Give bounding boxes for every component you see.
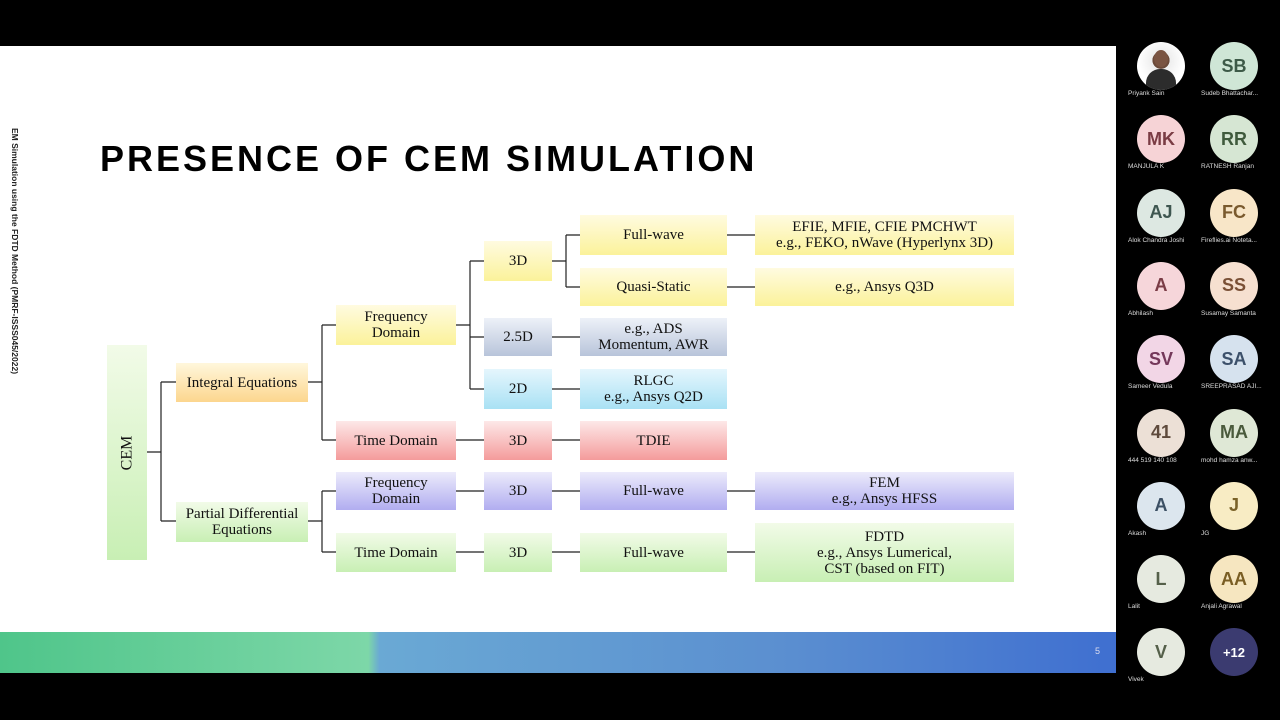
participant-avatar: SA <box>1210 335 1258 384</box>
participant-name: RATNESH Ranjan <box>1201 163 1254 171</box>
participant-photo <box>1137 42 1185 90</box>
cem-label: CEM <box>117 435 135 470</box>
participant-name: mohd hamza anw... <box>1201 456 1258 464</box>
participant-avatar: V <box>1137 628 1185 677</box>
dim-2d-node: 2D <box>484 369 552 409</box>
participant-avatar: MK <box>1137 115 1185 164</box>
participant-avatar: AJ <box>1137 188 1185 237</box>
participant-avatar: L <box>1137 555 1185 604</box>
participant-avatar: A <box>1137 261 1185 310</box>
participant-avatar: AA <box>1210 555 1258 604</box>
ads-node: e.g., ADS Momentum, AWR <box>580 318 727 356</box>
full-wave-pde-time-node: Full-wave <box>580 533 727 572</box>
cem-node: CEM <box>107 345 147 560</box>
integral-equations-node: Integral Equations <box>176 363 308 402</box>
participant-name: SREEPRASAD AJI... <box>1201 383 1262 391</box>
full-wave-node: Full-wave <box>580 215 727 255</box>
participant-name: JG <box>1201 529 1210 537</box>
participant-name: Akash <box>1128 529 1147 537</box>
dim-3d-pde-time-node: 3D <box>484 533 552 572</box>
participant-name: Lalit <box>1128 603 1140 611</box>
participant-avatar: A <box>1137 481 1185 530</box>
quasi-static-node: Quasi-Static <box>580 268 727 306</box>
participant-name: Susamay Samanta <box>1201 309 1256 317</box>
participant-avatar: MA <box>1210 408 1258 457</box>
participant-avatar: J <box>1210 481 1258 530</box>
ie-frequency-domain-node: Frequency Domain <box>336 305 456 345</box>
participant-name: Sameer Vedula <box>1128 383 1173 391</box>
participant-avatar: SV <box>1137 335 1185 384</box>
efie-node: EFIE, MFIE, CFIE PMCHWT e.g., FEKO, nWav… <box>755 215 1014 255</box>
tdie-node: TDIE <box>580 421 727 460</box>
dim-3d-pde-freq-node: 3D <box>484 472 552 510</box>
slide-footer-bar: 5 <box>0 632 1116 673</box>
participant-name: Sudeb Bhattachar... <box>1201 90 1259 97</box>
fem-node: FEM e.g., Ansys HFSS <box>755 472 1014 510</box>
participant-name: Fireflies.ai Notetа... <box>1201 236 1257 244</box>
dim-3d-node: 3D <box>484 241 552 281</box>
rlgc-node: RLGC e.g., Ansys Q2D <box>580 369 727 409</box>
page-number: 5 <box>1094 646 1100 656</box>
participant-tile[interactable]: +12 <box>1198 628 1273 698</box>
participant-avatar: SB <box>1210 42 1258 90</box>
participant-avatar: FC <box>1210 188 1258 237</box>
participant-avatar: SS <box>1210 261 1258 310</box>
q3d-node: e.g., Ansys Q3D <box>755 268 1014 306</box>
pde-frequency-domain-node: Frequency Domain <box>336 472 456 510</box>
diagram-connectors <box>147 234 755 553</box>
ie-time-domain-node: Time Domain <box>336 421 456 460</box>
participant-name: Priyank Sain <box>1128 90 1165 97</box>
more-participants-button[interactable]: +12 <box>1210 628 1258 677</box>
full-wave-pde-freq-node: Full-wave <box>580 472 727 510</box>
participant-name: Abhilash <box>1128 309 1153 317</box>
participant-avatar: 41 <box>1137 408 1185 457</box>
participant-name: Vivek <box>1128 676 1144 684</box>
participant-avatar: RR <box>1210 115 1258 164</box>
participant-name: Alok Chandra Joshi <box>1128 236 1185 244</box>
presentation-slide: EM Simulation using the FDTD Method (PMR… <box>0 46 1116 673</box>
participant-name: MANJULA K <box>1128 163 1165 171</box>
pde-node: Partial Differential Equations <box>176 502 308 542</box>
participant-name: Anjali Agrawal <box>1201 603 1242 611</box>
participant-name: 444 519 140 108 <box>1128 456 1177 464</box>
participant-tile[interactable]: Priyank Sain <box>1125 42 1200 112</box>
slide-title: PRESENCE OF CEM SIMULATION <box>100 138 758 179</box>
dim-3d-time-node: 3D <box>484 421 552 460</box>
pde-time-domain-node: Time Domain <box>336 533 456 572</box>
fdtd-node: FDTD e.g., Ansys Lumerical, CST (based o… <box>755 523 1014 582</box>
dim-2-5d-node: 2.5D <box>484 318 552 356</box>
